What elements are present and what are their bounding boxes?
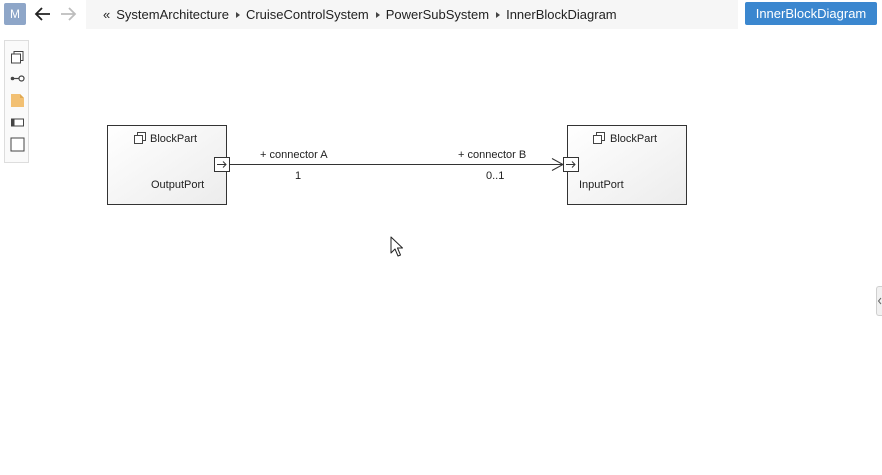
diagram-canvas[interactable]: BlockPart OutputPort BlockPart InputPort…	[0, 29, 882, 475]
connector-source-role: + connector A	[260, 149, 328, 161]
model-badge[interactable]: M	[4, 3, 26, 25]
breadcrumb-separator-icon	[375, 11, 380, 18]
breadcrumb-up-link[interactable]: «	[103, 7, 111, 22]
port-tool-icon[interactable]	[10, 115, 25, 130]
block-part-b[interactable]: BlockPart InputPort	[563, 125, 687, 205]
block-b-port-label: InputPort	[579, 179, 624, 191]
breadcrumb-item-system-architecture[interactable]: SystemArchitecture	[116, 7, 229, 22]
block-a-port-label: OutputPort	[151, 179, 204, 191]
block-icon	[593, 132, 605, 144]
breadcrumb-item-power-subsystem[interactable]: PowerSubSystem	[385, 7, 490, 22]
connector-line[interactable]	[230, 158, 565, 171]
breadcrumb-item-inner-block-diagram[interactable]: InnerBlockDiagram	[506, 7, 617, 22]
tab-inner-block-diagram[interactable]: InnerBlockDiagram	[745, 2, 877, 25]
connector-source-multiplicity: 1	[295, 170, 301, 182]
chevron-left-icon	[877, 297, 882, 305]
forward-arrow-icon[interactable]	[58, 4, 78, 24]
breadcrumb: « SystemArchitecture CruiseControlSystem…	[86, 0, 738, 29]
block-icon	[134, 132, 146, 144]
mouse-cursor-icon	[390, 236, 403, 257]
side-panel-toggle[interactable]	[876, 286, 882, 316]
connector-target-multiplicity: 0..1	[486, 170, 504, 182]
connector-target-role: + connector B	[458, 149, 526, 161]
top-bar: M « SystemArchitecture CruiseControlSyst…	[0, 0, 882, 29]
block-a-title: BlockPart	[150, 133, 197, 145]
tool-palette	[4, 40, 29, 163]
output-port[interactable]	[214, 157, 230, 172]
connector-tool-icon[interactable]	[10, 71, 25, 86]
block-part-a[interactable]: BlockPart OutputPort	[107, 125, 230, 205]
breadcrumb-separator-icon	[235, 11, 240, 18]
breadcrumb-separator-icon	[496, 11, 501, 18]
breadcrumb-item-cruise-control-system[interactable]: CruiseControlSystem	[245, 7, 369, 22]
block-b-title: BlockPart	[610, 133, 657, 145]
arrowhead-icon	[551, 158, 565, 171]
rectangle-tool-icon[interactable]	[10, 137, 25, 152]
back-arrow-icon[interactable]	[33, 4, 53, 24]
block-tool-icon[interactable]	[10, 50, 25, 65]
input-port[interactable]	[563, 157, 579, 172]
note-tool-icon[interactable]	[10, 93, 25, 108]
